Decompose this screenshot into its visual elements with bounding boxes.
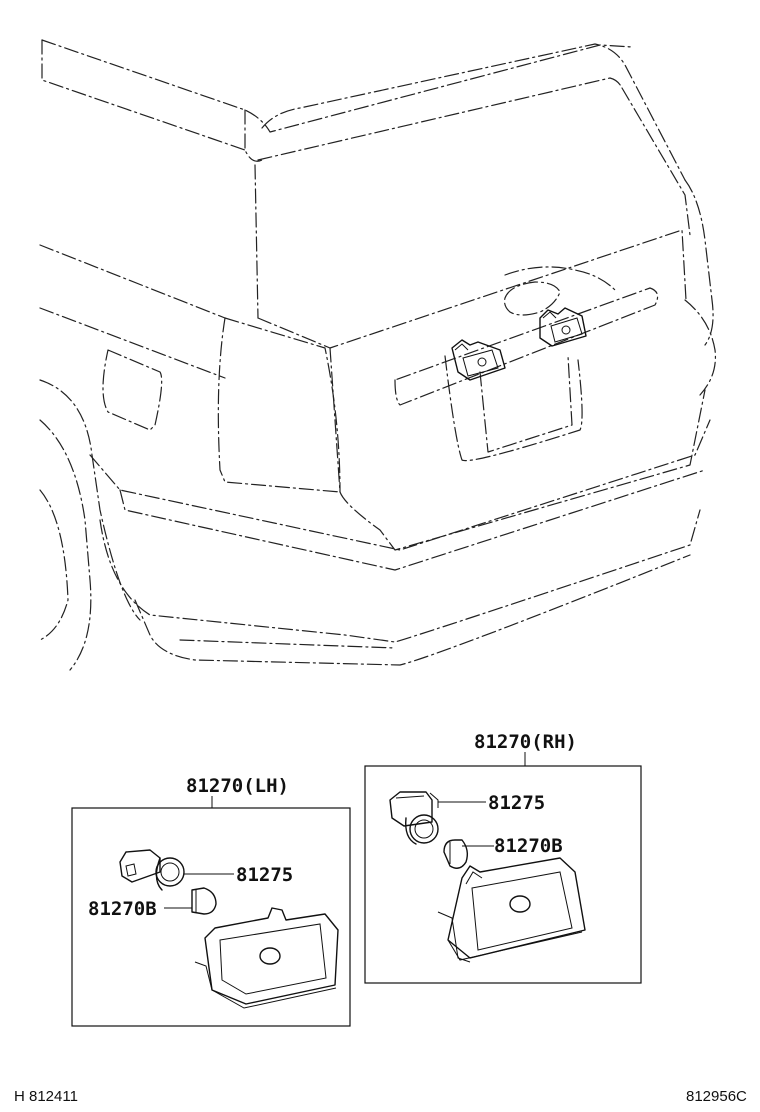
rh-lamp-housing-icon (437, 857, 586, 963)
lh-socket-label: 81275 (236, 864, 293, 886)
lamp-mounted-right (539, 307, 587, 347)
lamp-mounted-left (451, 339, 506, 381)
footer-right-code: 812956C (686, 1088, 747, 1105)
lh-assembly: 81270(LH) 81275 81270B (71, 775, 351, 1027)
lh-assembly-title: 81270(LH) (186, 775, 289, 797)
lh-bulb-label: 81270B (88, 898, 157, 920)
rh-assembly-box (364, 765, 642, 984)
rh-assembly-title: 81270(RH) (474, 731, 577, 753)
footer-left-code: H 812411 (14, 1088, 78, 1105)
lh-bulb-icon (191, 887, 217, 915)
lh-lamp-housing-icon (194, 907, 339, 1009)
rh-bulb-label: 81270B (494, 835, 563, 857)
vehicle-rear-outline (39, 39, 717, 671)
rh-bulb-icon (443, 839, 469, 869)
lh-assembly-box (71, 807, 351, 1027)
rh-socket-icon (389, 791, 439, 845)
lh-socket-icon (119, 849, 185, 891)
rh-assembly: 81270(RH) 81275 81270B (364, 731, 642, 984)
rh-socket-label: 81275 (488, 792, 545, 814)
